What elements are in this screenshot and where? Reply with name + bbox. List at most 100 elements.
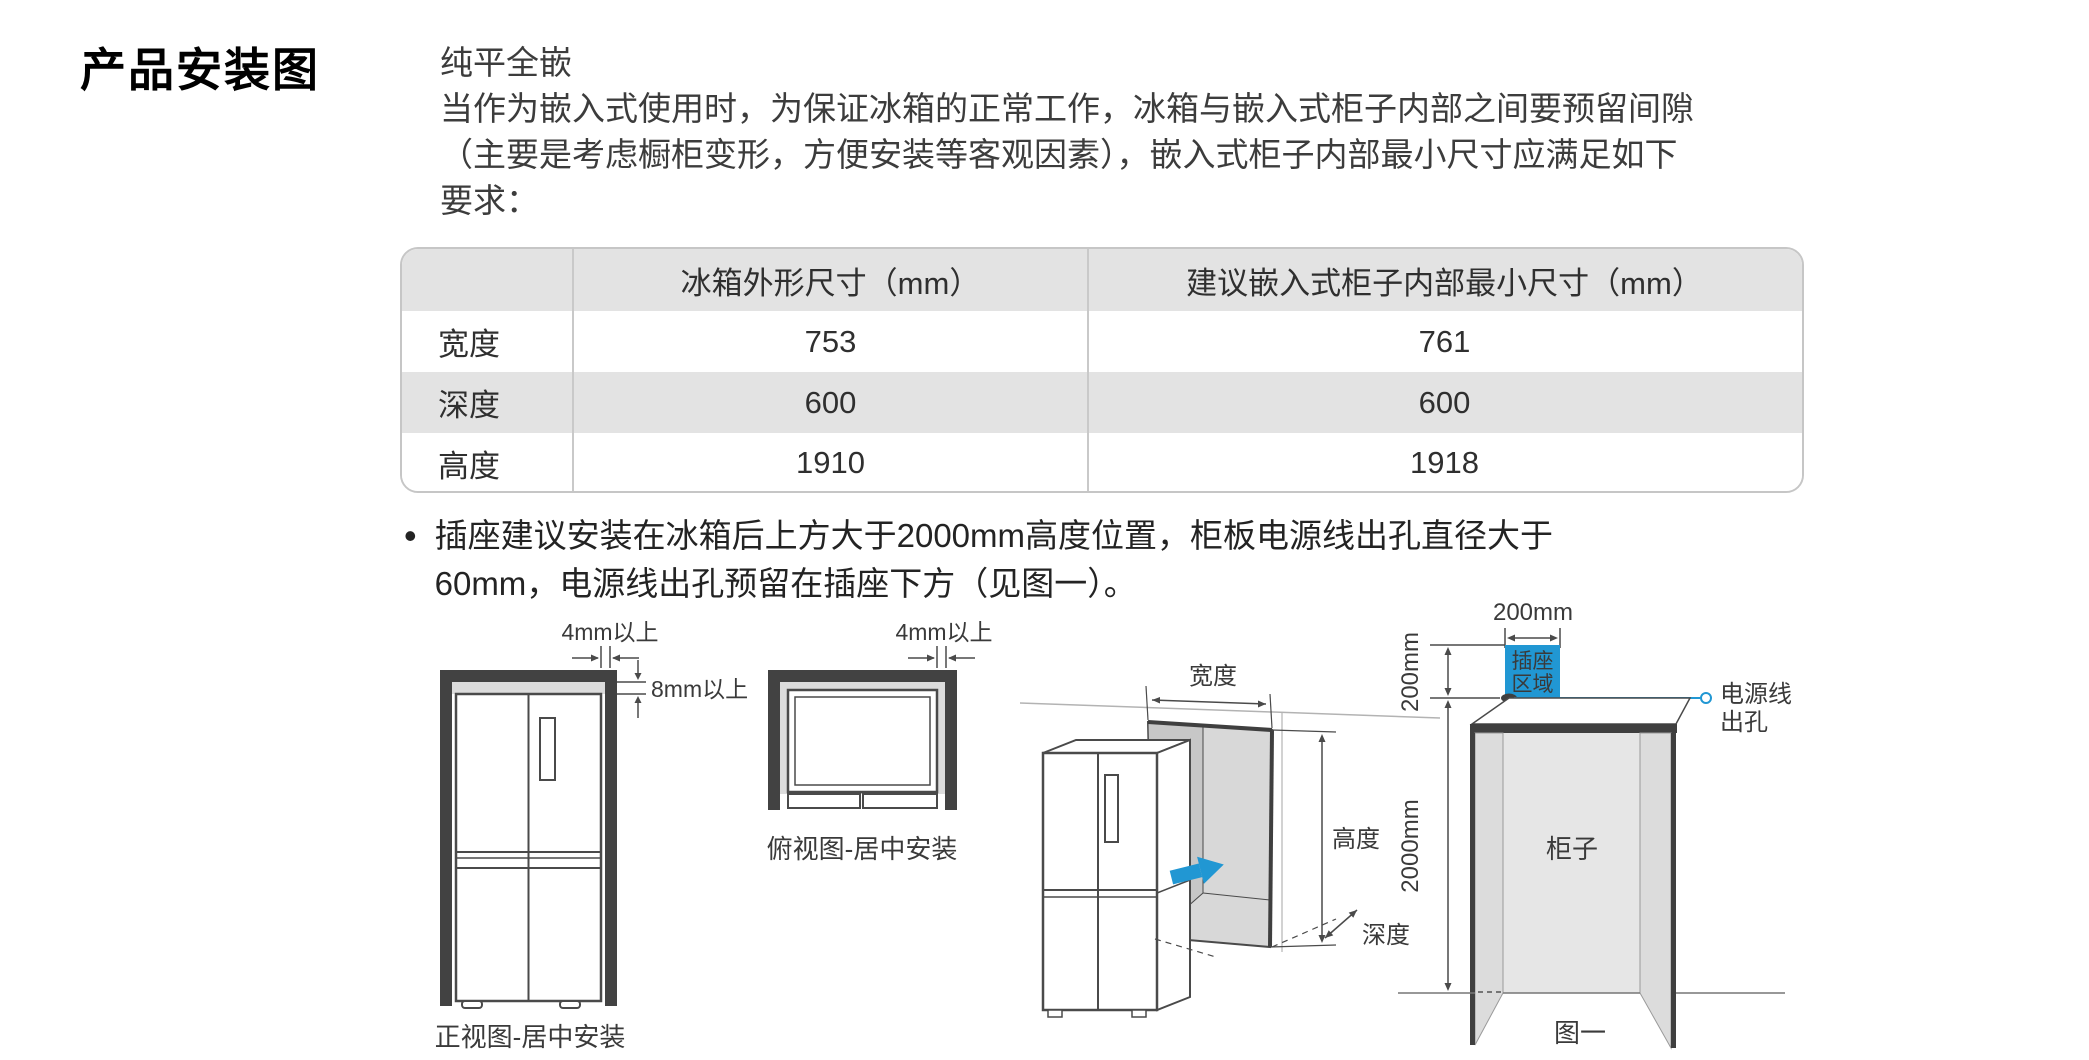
header-fridge-size: 冰箱外形尺寸（mm） [572,249,1087,311]
cabinet-right-dark-edge [1671,733,1676,1048]
table-row-height: 高度 1910 1918 [402,433,1802,491]
dim-extension [1269,693,1273,729]
row-label: 高度 [438,448,500,484]
frame-left-bar [768,670,780,810]
cabinet-back-wall [1503,733,1640,993]
figure-one-diagram: 200mm 插座 区域 200mm 电源线 出孔 柜子 [1397,599,1792,1050]
socket-note-line-1: 插座建议安装在冰箱后上方大于2000mm高度位置，柜板电源线出孔直径大于 [434,517,1553,554]
bullet-marker: • [404,515,417,556]
height-dim-label: 高度 [1332,826,1380,853]
arrowhead [1507,634,1515,642]
cord-hole-label-2: 出孔 [1720,709,1768,736]
perspective-diagram: 宽度 高度 深度 [1020,663,1440,1018]
fridge-body-outline [786,688,939,794]
dim-extension [1145,685,1149,721]
arrowhead [1444,688,1452,696]
socket-zone-label-2: 区域 [1512,673,1554,696]
dim-arrow-line [1151,699,1267,705]
arrowhead [1258,700,1266,708]
fridge-foot [1131,1009,1147,1018]
cabinet-depth-value: 600 [1087,372,1800,433]
fridge-front-face [1041,751,1159,1012]
table-row-depth: 深度 600 600 [402,372,1802,433]
socket-width-label: 200mm [1493,599,1573,626]
gap-top-label: 4mm以上 [895,619,992,645]
arrowhead [1444,700,1452,708]
gap-top-label: 4mm以上 [561,619,658,645]
figure-one-caption: 图一 [1554,1018,1606,1048]
arrowhead [1444,983,1452,991]
intro-line-1: 纯平全嵌 [440,44,572,81]
fridge-height-value: 1910 [572,433,1087,491]
guide-line [1020,702,1440,719]
door-panel-right [862,793,938,809]
gap-side-label: 8mm以上 [651,676,748,702]
arrowhead [1318,734,1326,742]
top-view-diagram: 4mm以上 俯视图-居中安装 [767,619,993,864]
cabinet-left-wall [1474,732,1504,1046]
row-label: 深度 [438,388,500,423]
fridge-foot [461,1000,483,1009]
fridge-body-inner [794,696,931,786]
frame-top-bar [768,670,957,682]
cord-hole-label-1: 电源线 [1720,681,1792,708]
socket-note-text: 插座建议安装在冰箱后上方大于2000mm高度位置，柜板电源线出孔直径大于 60m… [435,512,1835,608]
cord-hole-circle [1700,692,1712,704]
cabinet-top-face [1469,697,1692,725]
fridge-depth-value: 600 [572,372,1087,433]
top-gap-band [452,682,605,694]
niche-right-edge [1268,729,1274,948]
top-view-caption: 俯视图-居中安装 [767,834,958,864]
intro-line-2: 当作为嵌入式使用时，为保证冰箱的正常工作，冰箱与嵌入式柜子内部之间要预留间隙 [440,90,1694,127]
table-row-width: 宽度 753 761 [402,311,1802,372]
header-corner-cell [402,249,572,311]
fridge-foot [1047,1009,1063,1018]
arrowhead [591,654,599,662]
socket-note: • 插座建议安装在冰箱后上方大于2000mm高度位置，柜板电源线出孔直径大于 6… [404,512,1835,608]
header-cabinet-size: 建议嵌入式柜子内部最小尺寸（mm） [1087,249,1800,311]
arrowhead [1348,910,1357,918]
socket-zone-box [1505,645,1560,698]
depth-dim-label: 深度 [1362,922,1410,949]
arrowhead [1318,935,1326,943]
door-handle-icon [539,717,556,781]
dim-extension [1269,944,1337,948]
intro-line-3: （主要是考虑橱柜变形，方便安装等客观因素），嵌入式柜子内部最小尺寸应满足如下 [440,136,1678,173]
cabinet-left-dark-edge [1470,733,1475,1045]
dim-extension [1271,729,1337,733]
dimension-table: 冰箱外形尺寸（mm） 建议嵌入式柜子内部最小尺寸（mm） 宽度 753 761 … [400,247,1804,493]
door-panel-left [787,793,861,809]
fridge-width-value: 753 [572,311,1087,372]
arrowhead [1550,634,1558,642]
niche-floor-line [1202,892,1271,901]
intro-line-4: 要求： [440,182,539,219]
wall-height-label: 2000mm [1397,799,1424,892]
socket-zone-label-1: 插座 [1512,650,1554,673]
front-view-caption: 正视图-居中安装 [435,1022,626,1052]
socket-note-line-2: 60mm，电源线出孔预留在插座下方（见图一）。 [434,565,1137,602]
width-dim-label: 宽度 [1189,663,1237,690]
arrowhead [634,696,642,703]
depth-dashed-line [1271,918,1337,948]
cabinet-top-bar [440,670,617,682]
cabinet-height-value: 1918 [1087,433,1800,491]
fridge-foot [559,1000,581,1009]
arrowhead [1444,647,1452,655]
table-header-row: 冰箱外形尺寸（mm） 建议嵌入式柜子内部最小尺寸（mm） [402,249,1802,311]
arrowhead [634,673,642,680]
arrowhead [1152,697,1160,704]
mid-band-line-side [1156,879,1191,894]
page-title: 产品安装图 [80,44,320,96]
cabinet-label: 柜子 [1546,834,1598,864]
cabinet-left-bar [440,670,452,1006]
cabinet-front-edge [1470,724,1677,733]
intro-paragraph: 纯平全嵌 当作为嵌入式使用时，为保证冰箱的正常工作，冰箱与嵌入式柜子内部之间要预… [440,40,1870,224]
cabinet-right-wall [1639,732,1672,1050]
frame-right-bar [945,670,957,810]
arrowhead [1325,930,1334,938]
socket-offset-label: 200mm [1397,632,1424,712]
arrowhead [948,654,956,662]
arrowhead [612,654,620,662]
cabinet-right-bar [605,670,617,1006]
